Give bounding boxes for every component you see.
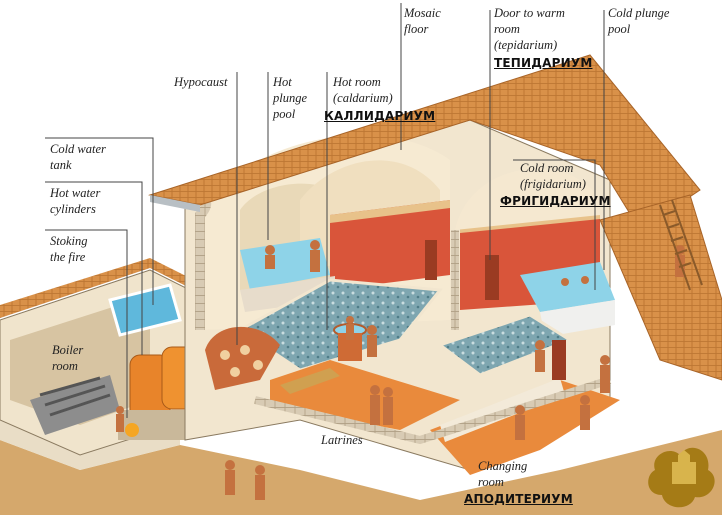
label-cold-room: Cold room (frigidarium): [520, 161, 586, 191]
label-changing-room: Changing room: [478, 459, 528, 489]
bathers: [116, 240, 685, 500]
label-latrines: Latrines: [321, 433, 363, 447]
label-mosaic-floor: Mosaic floor: [404, 6, 441, 36]
label-stoking-the-fire: Stoking the fire: [50, 234, 88, 264]
ru-label-caldarium: КАЛЛИДАРИУМ: [324, 109, 436, 123]
ru-label-frigidarium: ФРИГИДАРИУМ: [500, 194, 611, 208]
roof: [148, 54, 722, 381]
label-door-to-warm-room: Door to warm room (tepidarium): [494, 6, 565, 52]
label-cold-plunge-pool: Cold plunge pool: [608, 6, 670, 36]
label-hot-water-cylinders: Hot water cylinders: [50, 186, 101, 216]
label-hot-plunge-pool: Hot plunge pool: [273, 75, 308, 121]
label-hypocaust: Hypocaust: [174, 75, 228, 89]
main-building: [182, 119, 620, 475]
label-cold-water-tank: Cold water tank: [50, 142, 106, 172]
ru-label-tepidarium: ТЕПИДАРИУМ: [494, 56, 593, 70]
label-boiler-room: Boiler room: [52, 343, 84, 373]
leader-lines: [45, 3, 605, 418]
label-hot-room: Hot room (caldarium): [333, 75, 393, 105]
roof-ladder: [659, 199, 703, 291]
logo: [648, 447, 715, 508]
ru-label-apodyterium: АПОДИТЕРИУМ: [464, 492, 573, 506]
